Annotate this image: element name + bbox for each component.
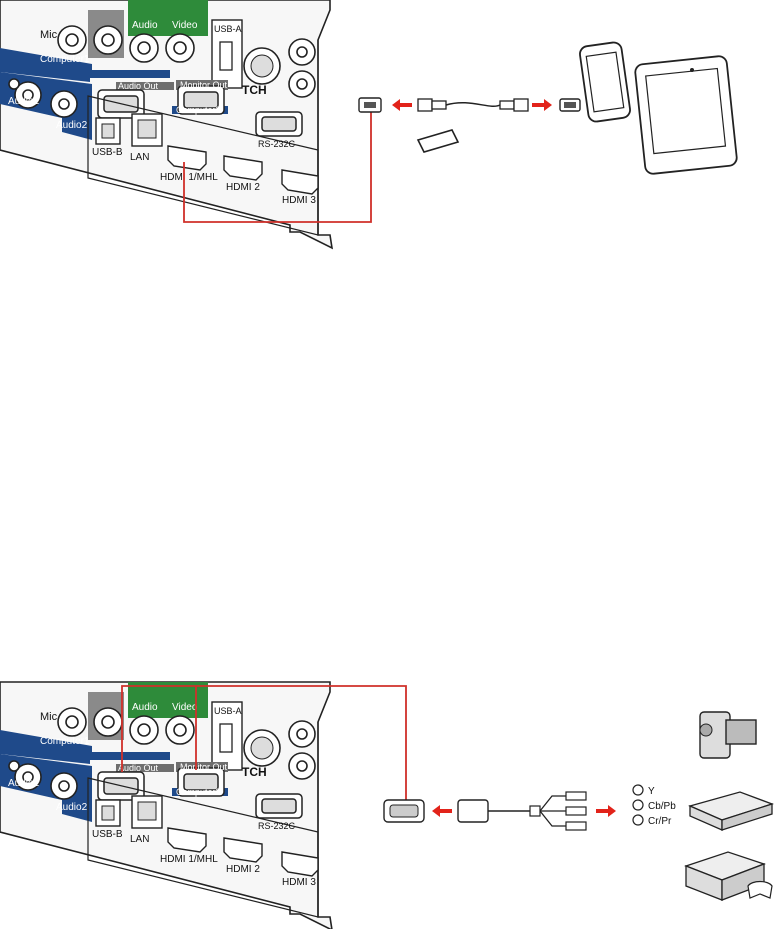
hdmi1-label: HDMI 1/MHL — [160, 854, 218, 865]
game-console-icon — [684, 851, 773, 901]
component-jacks: Y Cb/Pb Cr/Pr — [632, 784, 676, 827]
arrow-left-icon — [392, 99, 412, 111]
arrow-right-icon — [532, 99, 552, 111]
audio-out-label: Audio Out — [118, 81, 159, 91]
dvd-player-icon — [688, 791, 774, 831]
audio-out-label: Audio Out — [118, 763, 159, 773]
camcorder-icon — [699, 711, 757, 759]
mic-label: Mic — [40, 711, 58, 723]
mic-label: Mic — [40, 29, 58, 41]
smartphone-icon — [579, 41, 631, 123]
lan-label: LAN — [130, 834, 149, 845]
hdmi3-label: HDMI 3 — [282, 877, 316, 888]
hdmi2-label: HDMI 2 — [226, 864, 260, 875]
component-cable — [457, 791, 587, 831]
hdmi1-label: HDMI 1/MHL — [160, 172, 218, 183]
computer1-label: Computer1 — [40, 54, 90, 65]
usb-a-label: USB-A — [214, 706, 242, 716]
hdmi-connection-line — [183, 112, 372, 223]
streaming-stick-icon — [416, 129, 460, 153]
audio1-label: Audio1 — [8, 778, 40, 789]
y-label: Y — [648, 786, 655, 797]
audio2-label: Audio2 — [56, 120, 88, 131]
audio1-label: Audio1 — [8, 96, 40, 107]
usb-b-label: USB-B — [92, 147, 123, 158]
micro-usb-connector — [559, 98, 581, 112]
cr-pr-label: Cr/Pr — [648, 816, 672, 827]
usb-a-label: USB-A — [214, 24, 242, 34]
computer2-label: Computer2 — [176, 787, 221, 797]
rs232c-label: RS-232C — [258, 821, 296, 831]
hdmi-connector — [358, 97, 382, 113]
usb-b-label: USB-B — [92, 829, 123, 840]
video-label: Video — [172, 702, 198, 713]
tablet-icon — [634, 55, 738, 175]
computer1-label: Computer1 — [40, 736, 90, 747]
lan-label: LAN — [130, 152, 149, 163]
vga-connector — [383, 799, 425, 823]
computer1-connection-line — [121, 685, 407, 800]
tch-label: TCH — [242, 83, 267, 97]
mhl-cable — [417, 98, 529, 112]
tch-label: TCH — [242, 765, 267, 779]
cb-pb-label: Cb/Pb — [648, 801, 676, 812]
rs232c-label: RS-232C — [258, 139, 296, 149]
projector-panel-top: Mic Audio Video USB-A Computer1 Audio Ou… — [0, 0, 333, 249]
audio-label: Audio — [132, 20, 158, 31]
audio2-label: Audio2 — [56, 802, 88, 813]
arrow-left-icon — [432, 805, 452, 817]
monitor-out-label: Monitor Out — [180, 80, 228, 90]
hdmi3-label: HDMI 3 — [282, 195, 316, 206]
arrow-right-icon — [596, 805, 616, 817]
monitor-out-label: Monitor Out — [180, 762, 228, 772]
hdmi2-label: HDMI 2 — [226, 182, 260, 193]
projector-panel-bottom: Mic Audio Video USB-A Computer1 Audio Ou… — [0, 681, 333, 929]
computer2-label: Computer2 — [176, 105, 221, 115]
video-label: Video — [172, 20, 198, 31]
audio-label: Audio — [132, 702, 158, 713]
